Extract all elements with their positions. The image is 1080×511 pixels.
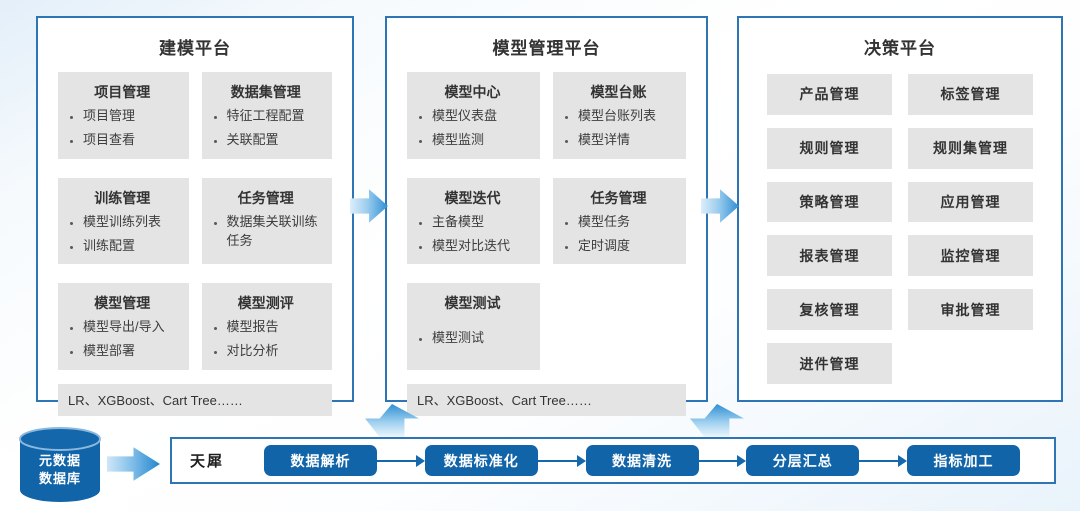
metadata-database: 元数据 数据库 — [16, 426, 104, 504]
tile-strategy-management: 策略管理 — [767, 181, 892, 223]
module-title: 训练管理 — [94, 189, 151, 206]
arrow-right-icon — [859, 454, 907, 467]
module-grid: 模型中心 模型仪表盘 模型监测 模型台账 模型台账列表 模型详情 模型迭代 主备… — [407, 72, 686, 371]
panel-decision-platform: 决策平台 产品管理 标签管理 规则管理 规则集管理 策略管理 应用管理 报表管理… — [737, 16, 1063, 402]
tile-rule-management: 规则管理 — [767, 127, 892, 169]
pipeline-step-layer-aggregation: 分层汇总 — [746, 445, 860, 476]
tile-grid: 产品管理 标签管理 规则管理 规则集管理 策略管理 应用管理 报表管理 监控管理… — [765, 72, 1035, 386]
module-title: 任务管理 — [237, 189, 294, 206]
module-item: 关联配置 — [226, 131, 329, 150]
module-item: 模型仪表盘 — [431, 107, 536, 126]
database-label-line2: 数据库 — [38, 471, 81, 486]
module-item: 模型报告 — [226, 318, 329, 337]
module-model-ledger: 模型台账 模型台账列表 模型详情 — [553, 72, 686, 159]
module-item-list: 模型报告 对比分析 — [204, 318, 329, 361]
module-dataset-management: 数据集管理 特征工程配置 关联配置 — [201, 72, 332, 159]
module-item: 项目查看 — [82, 131, 185, 150]
module-item-list: 模型任务 定时调度 — [555, 213, 682, 256]
panel-title: 模型管理平台 — [492, 39, 601, 58]
module-title: 模型测试 — [444, 295, 501, 312]
module-item-list: 模型训练列表 训练配置 — [60, 213, 185, 256]
arrow-right-icon — [377, 454, 425, 467]
module-item: 模型详情 — [577, 131, 682, 150]
arrow-right-icon — [107, 447, 160, 481]
database-icon — [19, 427, 101, 502]
panel-title: 建模平台 — [159, 39, 231, 58]
tile-ruleset-management: 规则集管理 — [908, 127, 1033, 169]
pipeline-step-data-parsing: 数据解析 — [264, 445, 378, 476]
data-pipeline-panel: 天犀 数据解析 数据标准化 数据清洗 分层汇总 指标加工 — [170, 437, 1056, 484]
module-item: 模型对比迭代 — [431, 237, 536, 256]
module-item: 主备模型 — [431, 213, 536, 232]
module-title: 模型管理 — [94, 295, 151, 312]
tile-review-management: 复核管理 — [767, 289, 892, 331]
module-item: 模型部署 — [82, 342, 185, 361]
panel-model-management-platform: 模型管理平台 模型中心 模型仪表盘 模型监测 模型台账 模型台账列表 模型详情 … — [385, 16, 708, 417]
module-item: 训练配置 — [82, 237, 185, 256]
module-item: 模型台账列表 — [577, 107, 682, 126]
algorithms-footer: LR、XGBoost、Cart Tree…… — [58, 384, 332, 417]
pipeline-step-metric-processing: 指标加工 — [907, 445, 1021, 476]
module-model-center: 模型中心 模型仪表盘 模型监测 — [407, 72, 540, 159]
module-item: 特征工程配置 — [226, 107, 329, 126]
module-title: 模型迭代 — [444, 189, 501, 206]
tile-product-management: 产品管理 — [767, 74, 892, 115]
module-training-management: 训练管理 模型训练列表 训练配置 — [58, 177, 189, 265]
arrow-right-icon — [698, 454, 746, 467]
module-title: 模型中心 — [444, 84, 501, 100]
tile-approval-management: 审批管理 — [908, 289, 1033, 331]
algorithms-footer: LR、XGBoost、Cart Tree…… — [407, 384, 686, 417]
module-item: 模型任务 — [577, 213, 682, 232]
module-title: 任务管理 — [590, 189, 647, 206]
database-label-line1: 元数据 — [38, 452, 81, 468]
module-item-list: 模型仪表盘 模型监测 — [409, 107, 536, 150]
module-item-list: 模型台账列表 模型详情 — [555, 107, 682, 150]
arrow-right-icon — [350, 189, 388, 223]
module-item: 模型导出/导入 — [82, 318, 185, 337]
arrow-right-icon — [537, 454, 586, 467]
module-title: 模型台账 — [590, 84, 647, 100]
module-model-iteration: 模型迭代 主备模型 模型对比迭代 — [407, 177, 540, 265]
module-item: 定时调度 — [577, 237, 682, 256]
module-item: 模型监测 — [431, 131, 536, 150]
module-title: 数据集管理 — [230, 84, 301, 100]
module-item-list: 主备模型 模型对比迭代 — [409, 213, 536, 256]
database-label: 元数据 数据库 — [16, 426, 104, 504]
module-item: 项目管理 — [82, 107, 185, 126]
module-title: 模型测评 — [237, 295, 294, 312]
module-item: 模型训练列表 — [82, 213, 185, 232]
pipeline-step-data-cleaning: 数据清洗 — [585, 445, 699, 476]
tile-report-management: 报表管理 — [767, 235, 892, 277]
module-item-list: 项目管理 项目查看 — [60, 107, 185, 150]
module-item: 对比分析 — [226, 342, 329, 361]
tile-intake-management: 进件管理 — [767, 343, 892, 384]
module-grid: 项目管理 项目管理 项目查看 数据集管理 特征工程配置 关联配置 训练管理 模型… — [58, 72, 332, 371]
pipeline-name: 天犀 — [190, 453, 225, 470]
module-item: 模型测试 — [431, 329, 536, 348]
module-task-management: 任务管理 模型任务 定时调度 — [553, 177, 686, 265]
module-task-management: 任务管理 数据集关联训练任务 — [201, 177, 332, 265]
module-item-list: 模型导出/导入 模型部署 — [60, 318, 185, 361]
module-model-management: 模型管理 模型导出/导入 模型部署 — [58, 283, 189, 371]
tile-label-management: 标签管理 — [908, 74, 1033, 115]
module-item-list: 数据集关联训练任务 — [204, 213, 329, 251]
module-item-list: 模型测试 — [409, 329, 536, 348]
pipeline-step-data-standardize: 数据标准化 — [424, 445, 538, 476]
module-model-testing: 模型测试 模型测试 — [407, 283, 540, 371]
module-project-management: 项目管理 项目管理 项目查看 — [58, 72, 189, 159]
module-title: 项目管理 — [94, 84, 151, 100]
tile-application-management: 应用管理 — [908, 181, 1033, 223]
module-item: 数据集关联训练任务 — [226, 213, 329, 251]
arrow-up-icon — [690, 404, 744, 437]
panel-title: 决策平台 — [864, 39, 936, 58]
module-item-list: 特征工程配置 关联配置 — [204, 107, 329, 150]
module-model-evaluation: 模型测评 模型报告 对比分析 — [201, 283, 332, 371]
tile-monitor-management: 监控管理 — [908, 235, 1033, 277]
panel-modeling-platform: 建模平台 项目管理 项目管理 项目查看 数据集管理 特征工程配置 关联配置 训练… — [36, 16, 354, 417]
